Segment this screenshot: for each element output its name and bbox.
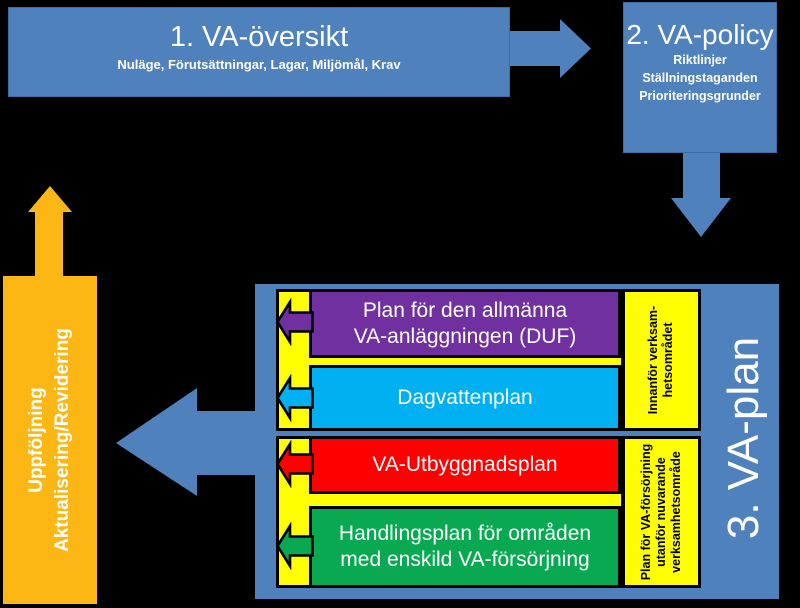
subplan-label: med enskild VA-försörjning xyxy=(340,548,590,571)
va-policy-line: Riktlinjer xyxy=(673,53,727,67)
subplan-label: Dagvattenplan xyxy=(397,386,533,409)
zone-inside-label-line: hetsområdet xyxy=(661,322,675,398)
subplan-label: VA-Utbyggnadsplan xyxy=(372,453,558,476)
arrow-left-icon xyxy=(116,388,256,496)
zone-outside-label-strip xyxy=(622,436,701,588)
va-policy-line: Ställningstaganden xyxy=(642,71,758,85)
arrow-down-icon xyxy=(671,153,731,237)
subplan-label: Plan för den allmänna xyxy=(362,298,568,322)
uppfoljning-label-line: Aktualisering/Revidering xyxy=(52,328,73,552)
subplan-dagvattenplan: Dagvattenplan xyxy=(309,365,621,431)
zone-outside-label-line: verksamhetsområde xyxy=(668,451,683,573)
arrow-left-red-icon xyxy=(276,440,314,488)
va-plan-title: 3. VA-plan xyxy=(719,336,768,540)
arrow-left-cyan-icon xyxy=(276,374,314,422)
box-va-oversikt: 1. VA-översikt Nuläge, Förutsättningar, … xyxy=(8,7,510,97)
subplan-allmanna-va: Plan för den allmänna VA-anläggningen (D… xyxy=(309,289,621,358)
uppfoljning-label-line: Uppföljning xyxy=(26,387,47,493)
subplan-label: VA-anläggningen (DUF) xyxy=(353,324,577,348)
zone-outside-label-line: utanför nuvarande xyxy=(653,457,668,567)
arrow-up-icon xyxy=(28,186,72,276)
zone-inside-label-strip xyxy=(622,289,701,431)
box-va-policy: 2. VA-policy Riktlinjer Ställningstagand… xyxy=(623,2,777,153)
arrow-left-green-icon xyxy=(276,522,314,570)
box-uppfoljning xyxy=(3,276,97,604)
va-policy-line: Prioriteringsgrunder xyxy=(639,89,761,103)
zone-inside-label: Innanför verksam- hetsområdet xyxy=(639,292,683,428)
arrow-left-purple-icon xyxy=(276,298,314,346)
zone-inside-label-line: Innanför verksam- xyxy=(646,305,660,415)
uppfoljning-label: Uppföljning Aktualisering/Revidering xyxy=(22,270,78,608)
arrow-right-icon xyxy=(510,19,591,78)
va-oversikt-subtitle: Nuläge, Förutsättningar, Lagar, Miljömål… xyxy=(117,57,401,72)
va-oversikt-title: 1. VA-översikt xyxy=(169,21,349,53)
zone-outside-label-line: Plan för VA-försörjning xyxy=(638,443,653,581)
va-policy-title: 2. VA-policy xyxy=(626,19,774,50)
zone-outside-label: Plan för VA-försörjning utanför nuvarand… xyxy=(632,437,690,587)
subplan-handlingsplan: Handlingsplan för områden med enskild VA… xyxy=(309,506,621,588)
subplan-va-utbyggnadsplan: VA-Utbyggnadsplan xyxy=(309,436,621,494)
subplan-label: Handlingsplan för områden xyxy=(338,522,592,545)
